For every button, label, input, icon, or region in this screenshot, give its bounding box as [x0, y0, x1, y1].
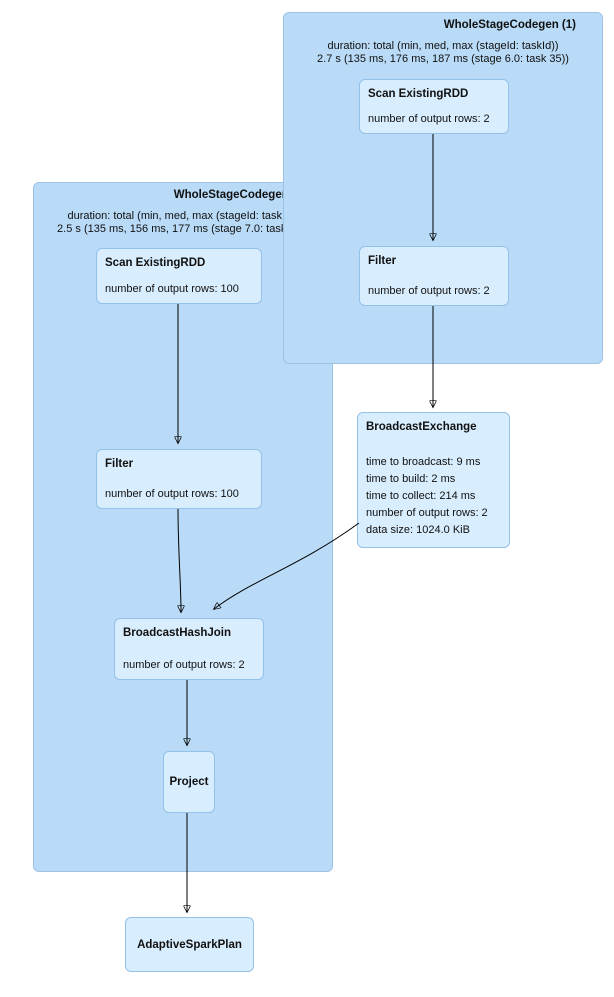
node-title: Filter: [368, 255, 397, 267]
node-title: Scan ExistingRDD: [368, 88, 469, 100]
node-title: Filter: [105, 458, 134, 470]
cluster-duration-line2: 2.7 s (135 ms, 176 ms, 187 ms (stage 6.0…: [317, 53, 569, 65]
cluster-duration-line2: 2.5 s (135 ms, 156 ms, 177 ms (stage 7.0…: [57, 223, 309, 235]
node-title: BroadcastExchange: [366, 421, 477, 433]
node-metric: number of output rows: 100: [105, 283, 239, 295]
node-adaptivesparkplan[interactable]: AdaptiveSparkPlan: [125, 917, 254, 972]
node-scan-existingrdd-2[interactable]: Scan ExistingRDD number of output rows: …: [96, 248, 262, 304]
node-metric: time to broadcast: 9 ms: [366, 456, 481, 468]
cluster-duration-line1: duration: total (min, med, max (stageId:…: [67, 210, 299, 222]
node-metric: number of output rows: 2: [368, 113, 490, 125]
cluster-title: WholeStageCodegen (1): [443, 19, 576, 31]
node-metrics: time to broadcast: 9 ms time to build: 2…: [366, 454, 501, 539]
node-project[interactable]: Project: [163, 751, 215, 813]
node-metric: number of output rows: 2: [368, 285, 490, 297]
node-filter-1[interactable]: Filter number of output rows: 2: [359, 246, 509, 306]
cluster-duration-line1: duration: total (min, med, max (stageId:…: [327, 40, 559, 52]
cluster-title: WholeStageCodegen (2): [173, 189, 306, 201]
node-broadcastexchange[interactable]: BroadcastExchange time to broadcast: 9 m…: [357, 412, 510, 548]
node-title: Project: [169, 776, 209, 788]
node-metric: data size: 1024.0 KiB: [366, 524, 470, 536]
node-title: BroadcastHashJoin: [123, 627, 232, 639]
node-scan-existingrdd-1[interactable]: Scan ExistingRDD number of output rows: …: [359, 79, 509, 134]
node-filter-2[interactable]: Filter number of output rows: 100: [96, 449, 262, 509]
node-title: AdaptiveSparkPlan: [137, 938, 242, 951]
node-metric: number of output rows: 100: [105, 488, 239, 500]
cluster-wholestagecodegen-1: WholeStageCodegen (1) duration: total (m…: [283, 12, 603, 364]
node-metric: time to collect: 214 ms: [366, 490, 476, 502]
node-title: Scan ExistingRDD: [105, 257, 206, 269]
node-metric: number of output rows: 2: [366, 507, 488, 519]
node-metric: time to build: 2 ms: [366, 473, 456, 485]
node-metric: number of output rows: 2: [123, 659, 245, 671]
node-broadcasthashjoin[interactable]: BroadcastHashJoin number of output rows:…: [114, 618, 264, 680]
